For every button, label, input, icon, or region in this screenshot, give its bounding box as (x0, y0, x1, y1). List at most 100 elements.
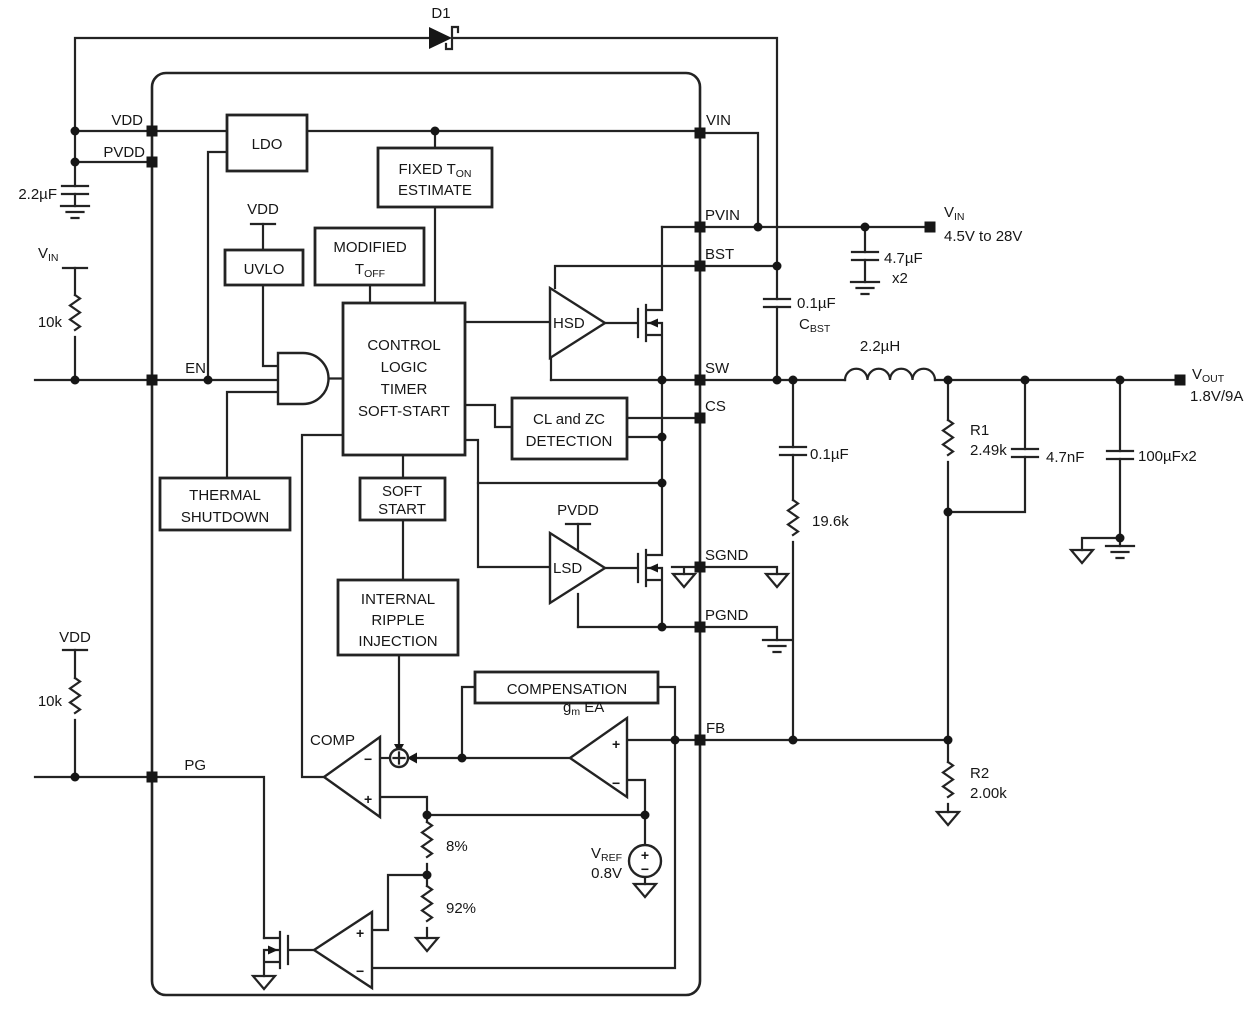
comp-label: COMP (310, 732, 355, 749)
pvdd-lsd-label: PVDD (557, 502, 599, 519)
gm-ea-minus-sign: − (612, 775, 620, 791)
block-control-label2: LOGIC (381, 359, 428, 376)
hs-mosfet-arrow-icon (648, 318, 658, 328)
pin-pg-label: PG (184, 757, 206, 774)
ground-triangle-cout-icon (1068, 548, 1096, 565)
block-soft-start-label2: START (378, 501, 426, 518)
ground-triangle-pgfet-icon (250, 974, 278, 991)
cap-2u2-label: 2.2µF (18, 186, 57, 203)
vref-minus-sign: − (641, 861, 649, 877)
vref-value-label: 0.8V (591, 865, 622, 882)
block-modified-toff-label2: TOFF (355, 261, 385, 280)
pin-bst-label: BST (705, 246, 734, 263)
ic-pins (146, 125, 1186, 783)
cap-4u7-x2-label: x2 (892, 270, 908, 287)
vref-name-label: VREF (591, 845, 622, 864)
capacitor-ripple-icon (778, 445, 808, 457)
vin-range-label: 4.5V to 28V (944, 228, 1022, 245)
block-clzc-label1: CL and ZC (533, 411, 605, 428)
pg-comparator-icon (311, 909, 374, 991)
pin-sgnd-label: SGND (705, 547, 749, 564)
ground-earth-cin-icon (849, 280, 881, 296)
block-thermal-label1: THERMAL (189, 487, 261, 504)
pin-en-label: EN (185, 360, 206, 377)
block-modified-toff (313, 226, 426, 287)
summing-node-icon (388, 747, 410, 769)
cap-out-label: 100µFx2 (1138, 448, 1197, 465)
comp-plus-sign: + (364, 791, 372, 807)
block-compensation-label: COMPENSATION (507, 681, 628, 698)
pin-cs-label: CS (705, 398, 726, 415)
ground-earth-icon (59, 204, 91, 220)
wire-thermal-to-and (225, 390, 280, 480)
junction-dots (70, 126, 1125, 880)
ground-triangle-r2-icon (934, 810, 962, 827)
pin-vdd-label: VDD (111, 112, 143, 129)
wire-ff-link (946, 455, 1027, 514)
capacitor-ff-icon (1010, 447, 1040, 459)
lsd-label: LSD (553, 560, 582, 577)
block-ripple-label1: INTERNAL (361, 591, 435, 608)
pct8-label: 8% (446, 838, 468, 855)
wire-pg-line (33, 775, 266, 940)
block-compensation (473, 670, 660, 705)
block-modified-toff-label: MODIFIED (333, 239, 406, 256)
r1-name-label: R1 (970, 422, 989, 439)
r2-name-label: R2 (970, 765, 989, 782)
resistor-8pct-icon (420, 820, 434, 859)
vin-supply-left-label: VIN (38, 245, 59, 264)
wires (33, 36, 1182, 991)
wire-comp-out (300, 433, 345, 779)
resistor-r2-icon (941, 760, 955, 799)
gm-ea-amp-icon (567, 715, 629, 800)
wire-uvlo-to-and (261, 283, 280, 368)
pg-mosfet-arrow-icon (268, 945, 278, 955)
cap-4u7-label: 4.7µF (884, 250, 923, 267)
wire-vin-tie (698, 131, 760, 229)
vin-terminal (924, 221, 936, 233)
wire-comp-plus (378, 795, 429, 817)
block-fixed-ton-label2: ESTIMATE (398, 182, 472, 199)
cap-ff-label: 4.7nF (1046, 449, 1084, 466)
res-196k-label: 19.6k (812, 513, 849, 530)
wire-comp-network (460, 685, 677, 760)
wire-pgnd-external (698, 625, 779, 642)
vout-rating-label: 1.8V/9A (1190, 388, 1243, 405)
pin-pvdd-label: PVDD (103, 144, 145, 161)
resistor-r1-icon (941, 418, 955, 457)
block-uvlo-label: UVLO (244, 261, 285, 278)
vdd-bottom-label: VDD (59, 629, 91, 646)
comp-comparator-icon (321, 734, 382, 820)
block-ripple-label2: RIPPLE (371, 612, 424, 629)
cap-cbst-name-label: CBST (799, 316, 831, 335)
r1-value-label: 2.49k (970, 442, 1007, 459)
inductor-label: 2.2µH (860, 338, 900, 355)
block-control-label4: SOFT-START (358, 403, 450, 420)
wire-control-lsd (463, 438, 552, 569)
pin-sw-label: SW (705, 360, 730, 377)
gm-ea-label: gm EA (563, 699, 604, 718)
cap-cbst-value-label: 0.1µF (797, 295, 836, 312)
hs-mosfet (603, 225, 664, 382)
wire-ldo-drop (206, 150, 229, 382)
block-ripple-label3: INJECTION (358, 633, 437, 650)
wire-pgcomp-minus (370, 738, 677, 970)
comp-minus-sign: − (364, 751, 372, 767)
wire-ea-minus-link (625, 778, 647, 817)
diode-d1-icon (429, 25, 460, 51)
block-uvlo (223, 248, 305, 287)
inductor-icon (843, 367, 937, 382)
block-fixed-ton (376, 146, 494, 209)
pin-vin-label: VIN (706, 112, 731, 129)
ground-triangle-sgnd-out-icon (763, 572, 791, 589)
block-ripple (336, 578, 460, 657)
vref-source-icon (627, 843, 663, 879)
text-layer: LDO FIXED TON ESTIMATE MODIFIED TOFF UVL… (18, 5, 1243, 979)
resistor-92pct-icon (420, 884, 434, 923)
block-soft-start (358, 476, 447, 522)
block-thermal (158, 476, 292, 532)
resistor-10k-top-icon (68, 293, 82, 332)
capacitor-cout-icon (1105, 449, 1135, 461)
wire-tap-to-pgcomp (370, 873, 429, 932)
